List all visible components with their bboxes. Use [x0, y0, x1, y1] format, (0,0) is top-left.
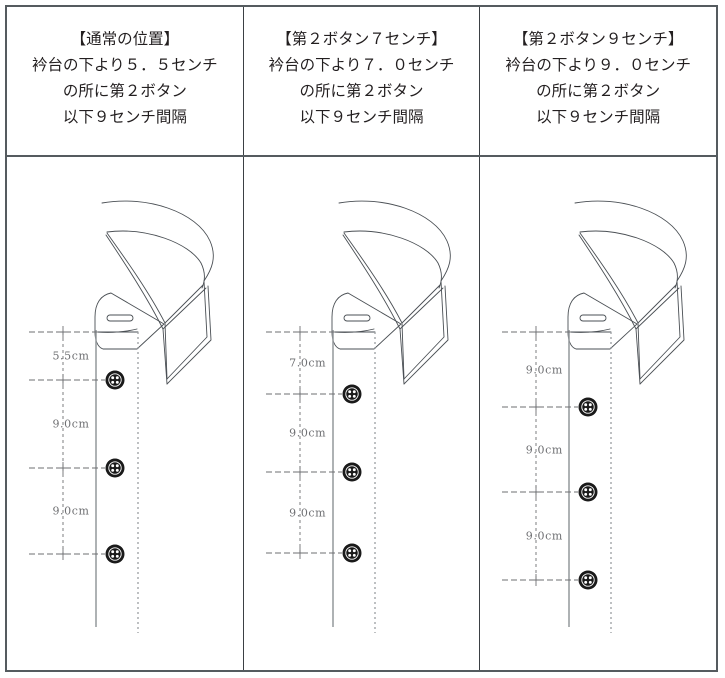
diagram-svg	[29, 200, 214, 633]
diagram-svg	[265, 200, 451, 633]
shirt-collar-icon	[94, 200, 214, 385]
dimension-label-1: 7.0cm	[289, 356, 327, 370]
header-cell-button7: 【第２ボタン７センチ】 衿台の下より７．０センチ の所に第２ボタン 以下９センチ…	[244, 7, 481, 155]
placket-lines	[331, 330, 376, 633]
collar-buttonhole-icon	[343, 314, 371, 322]
dimension-label-1: 9.0cm	[525, 363, 563, 376]
shirt-button-icon	[578, 397, 598, 417]
shirt-button-icon	[578, 570, 598, 590]
collar-button-diagram-standard: 5.5cm 9.0cm 9.0cm	[7, 157, 243, 670]
dimension-label-2: 9.0cm	[525, 443, 563, 456]
collar-buttonhole-icon	[579, 314, 607, 322]
header-line-title: 【第２ボタン７センチ】	[276, 30, 447, 48]
header-line-detail-1: 衿台の下より７．０センチ	[268, 56, 455, 74]
diagram-svg	[502, 200, 688, 633]
diagram-cell-button7: 7.0cm 9.0cm 9.0cm	[244, 157, 481, 670]
dimension-lines	[502, 326, 579, 586]
header-line-detail-3: 以下９センチ間隔	[62, 108, 187, 126]
header-line-detail-1: 衿台の下より５．５センチ	[31, 56, 218, 74]
dimension-lines	[29, 326, 105, 560]
shirt-button-icon	[342, 543, 362, 563]
shirt-collar-icon	[567, 200, 688, 385]
shirt-button-icon	[578, 482, 598, 502]
header-line-detail-2: の所に第２ボタン	[536, 82, 661, 100]
header-line-detail-2: の所に第２ボタン	[299, 82, 424, 100]
shirt-collar-icon	[331, 200, 451, 385]
shirt-button-icon	[342, 384, 362, 404]
table-header-row: 【通常の位置】 衿台の下より５．５センチ の所に第２ボタン 以下９センチ間隔 【…	[7, 7, 716, 157]
dimension-lines	[265, 326, 342, 559]
collar-button-diagram-button9: 9.0cm 9.0cm 9.0cm	[480, 157, 716, 670]
dimension-label-3: 9.0cm	[52, 504, 90, 518]
shirt-button-icon	[105, 370, 125, 390]
dimension-label-1: 5.5cm	[52, 349, 90, 363]
dimension-label-2: 9.0cm	[289, 426, 327, 440]
header-cell-standard: 【通常の位置】 衿台の下より５．５センチ の所に第２ボタン 以下９センチ間隔	[7, 7, 244, 155]
diagram-cell-standard: 5.5cm 9.0cm 9.0cm	[7, 157, 244, 670]
shirt-button-icon	[105, 544, 125, 564]
collar-buttonhole-icon	[106, 314, 134, 322]
shirt-button-icon	[342, 462, 362, 482]
header-line-title: 【第２ボタン９センチ】	[512, 30, 684, 48]
collar-button-diagram-button7: 7.0cm 9.0cm 9.0cm	[244, 157, 480, 670]
button-position-table: 【通常の位置】 衿台の下より５．５センチ の所に第２ボタン 以下９センチ間隔 【…	[5, 5, 718, 672]
dimension-label-3: 9.0cm	[525, 529, 563, 543]
header-cell-button9: 【第２ボタン９センチ】 衿台の下より９．０センチ の所に第２ボタン 以下９センチ…	[480, 7, 716, 155]
header-line-detail-3: 以下９センチ間隔	[299, 108, 424, 126]
placket-lines	[568, 330, 612, 633]
header-line-detail-1: 衿台の下より９．０センチ	[505, 56, 692, 74]
header-line-detail-2: の所に第２ボタン	[62, 82, 187, 100]
dimension-label-2: 9.0cm	[52, 417, 90, 431]
header-line-detail-3: 以下９センチ間隔	[536, 108, 661, 126]
header-line-title: 【通常の位置】	[70, 30, 180, 48]
diagram-cell-button9: 9.0cm 9.0cm 9.0cm	[480, 157, 716, 670]
dimension-label-3: 9.0cm	[289, 506, 327, 519]
shirt-button-icon	[105, 458, 125, 478]
